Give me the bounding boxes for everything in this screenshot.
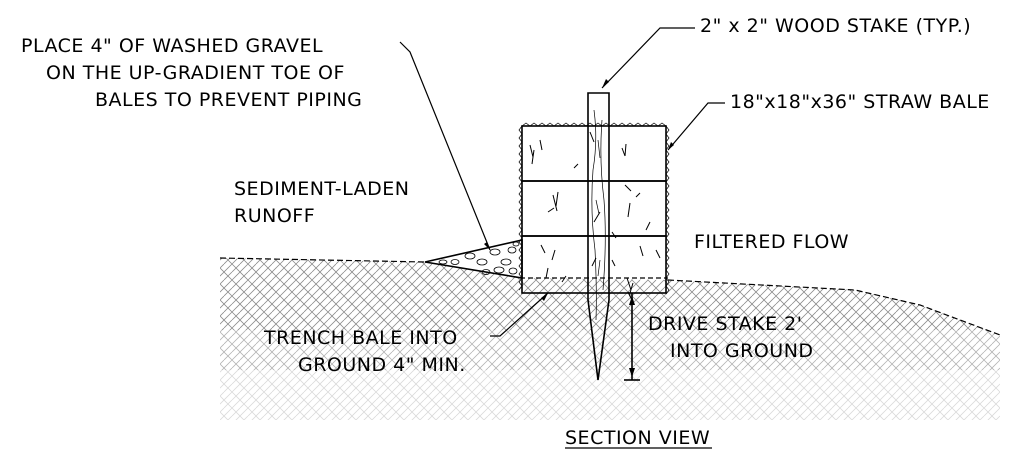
bale-label: 18"x18"x36" STRAW BALE: [730, 91, 990, 113]
leader-lines: [399, 27, 725, 337]
straw-bale-bottom: [521, 235, 667, 294]
drive-note-line-1: DRIVE STAKE 2': [648, 313, 802, 335]
drive-depth-dimension: [624, 291, 640, 381]
gravel-note-line-2: ON THE UP-GRADIENT TOE OF: [46, 62, 345, 84]
straw-bale-stack: [518, 122, 670, 295]
gravel-note-line-3: BALES TO PREVENT PIPING: [95, 89, 362, 111]
wood-stake: [587, 92, 610, 381]
sediment-label-line-1: SEDIMENT-LADEN: [234, 178, 410, 200]
stake-label: 2" x 2" WOOD STAKE (TYP.): [700, 15, 971, 37]
trench-note-line-1: TRENCH BALE INTO: [263, 327, 458, 349]
section-view-title: SECTION VIEW: [565, 427, 710, 449]
filtered-flow-label: FILTERED FLOW: [694, 231, 849, 253]
gravel-leader: [399, 41, 491, 251]
trench-note-line-2: GROUND 4" MIN.: [298, 354, 466, 376]
straw-bale-middle: [521, 180, 667, 237]
gravel-note-line-1: PLACE 4" OF WASHED GRAVEL: [21, 35, 323, 57]
drive-note-line-2: INTO GROUND: [670, 340, 814, 362]
ground-surface-line-right: [667, 279, 1001, 336]
sediment-label-line-2: RUNOFF: [234, 205, 315, 227]
trench-leader: [490, 292, 549, 337]
straw-bale-top: [521, 125, 667, 182]
bale-leader: [667, 102, 725, 151]
ground-surface-line: [219, 257, 426, 263]
stake-leader: [601, 27, 695, 89]
